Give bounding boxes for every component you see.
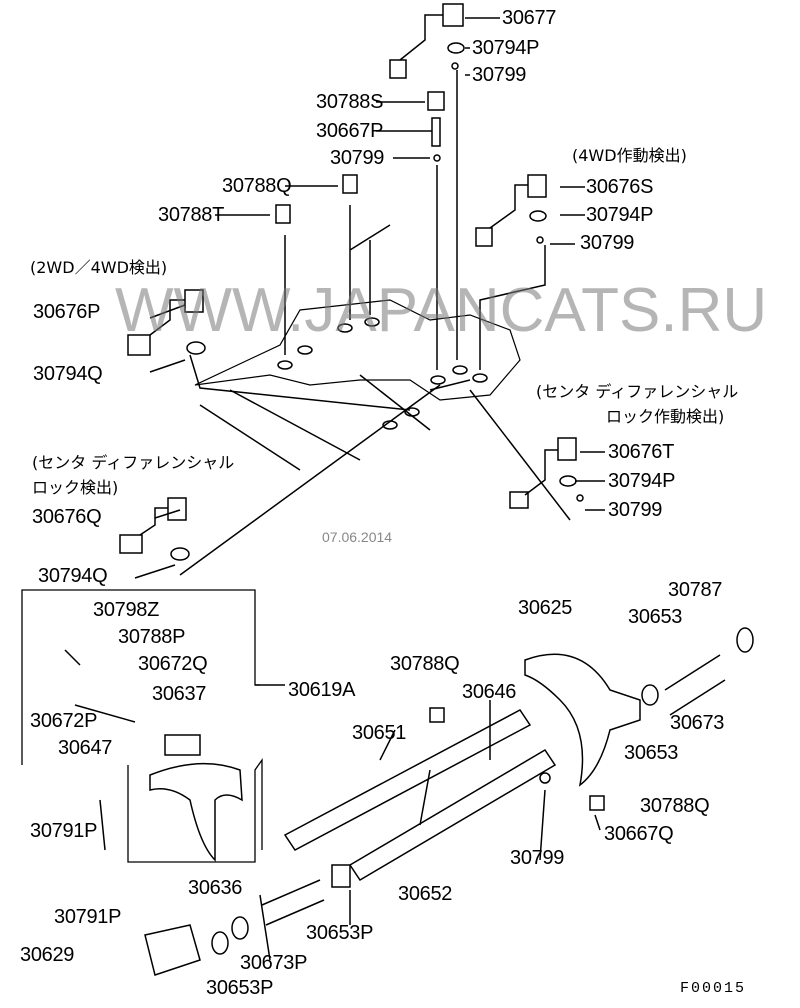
part-label[interactable]: 30673	[670, 712, 725, 734]
part-label[interactable]: 30619A	[288, 679, 356, 701]
part-label[interactable]: 30676S	[586, 176, 654, 198]
watermark: WWW.JAPANCATS.RU	[115, 276, 768, 345]
note-4wd-operation: (4WD作動検出)	[572, 146, 687, 165]
part-label[interactable]: 30791P	[54, 906, 122, 928]
part-label[interactable]: 30794P	[608, 470, 676, 492]
part-label[interactable]: 30791P	[30, 820, 98, 842]
part-label[interactable]: 30653P	[206, 977, 274, 999]
washers	[170, 42, 584, 561]
note-center-diff-operation-1: (センタ ディファレンシャル	[536, 382, 739, 401]
rod-30651	[283, 709, 532, 851]
part-label[interactable]: 30788T	[158, 204, 225, 226]
note-center-diff-1: (センタ ディファレンシャル	[32, 453, 235, 472]
part-label[interactable]: 30676P	[33, 301, 101, 323]
part-label[interactable]: 30653	[624, 742, 679, 764]
part-label[interactable]: 30799	[330, 147, 385, 169]
part-label[interactable]: 30788P	[118, 626, 186, 648]
part-label[interactable]: 30794Q	[33, 363, 103, 385]
part-label[interactable]: 30667Q	[604, 823, 674, 845]
part-label[interactable]: 30788Q	[222, 175, 292, 197]
part-label[interactable]: 30677	[502, 7, 557, 29]
part-label[interactable]: 30672P	[30, 710, 98, 732]
rod-30652	[348, 748, 557, 882]
part-label[interactable]: 30636	[188, 877, 243, 899]
part-label[interactable]: 30799	[608, 499, 663, 521]
part-label[interactable]: 30799	[580, 232, 635, 254]
part-label[interactable]: 30647	[58, 737, 113, 759]
part-label[interactable]: 30651	[352, 722, 407, 744]
note-center-diff-operation-2: ロック作動検出)	[606, 407, 725, 426]
springs	[261, 654, 726, 926]
part-label[interactable]: 30672Q	[138, 653, 208, 675]
note-center-diff-2: ロック検出)	[32, 478, 119, 497]
date-stamp: 07.06.2014	[322, 529, 393, 545]
part-label[interactable]: 30799	[472, 64, 527, 86]
part-label[interactable]: 30799	[510, 847, 565, 869]
part-label[interactable]: 30629	[20, 944, 75, 966]
note-2wd-4wd: (2WD／4WD検出)	[30, 258, 168, 277]
part-label[interactable]: 30625	[518, 597, 573, 619]
part-label[interactable]: 30788Q	[390, 653, 460, 675]
part-label[interactable]: 30787	[668, 579, 723, 601]
part-label[interactable]: 30794Q	[38, 565, 108, 587]
part-label[interactable]: 30788Q	[640, 795, 710, 817]
part-label[interactable]: 30653P	[306, 922, 374, 944]
part-label[interactable]: 30676Q	[32, 506, 102, 528]
part-label[interactable]: 30637	[152, 683, 207, 705]
part-label[interactable]: 30653	[628, 606, 683, 628]
part-label[interactable]: 30794P	[586, 204, 654, 226]
part-label[interactable]: 30646	[462, 681, 517, 703]
part-label[interactable]: 30667P	[316, 120, 384, 142]
part-label[interactable]: 30676T	[608, 441, 675, 463]
part-label[interactable]: 30794P	[472, 37, 540, 59]
part-label[interactable]: 30673P	[240, 952, 308, 974]
part-label[interactable]: 30798Z	[93, 599, 160, 621]
part-label[interactable]: 30652	[398, 883, 453, 905]
part-label[interactable]: 30788S	[316, 91, 384, 113]
sensor-switches	[119, 3, 577, 554]
fork-30625	[524, 653, 641, 787]
figure-code: F00015	[680, 980, 747, 997]
